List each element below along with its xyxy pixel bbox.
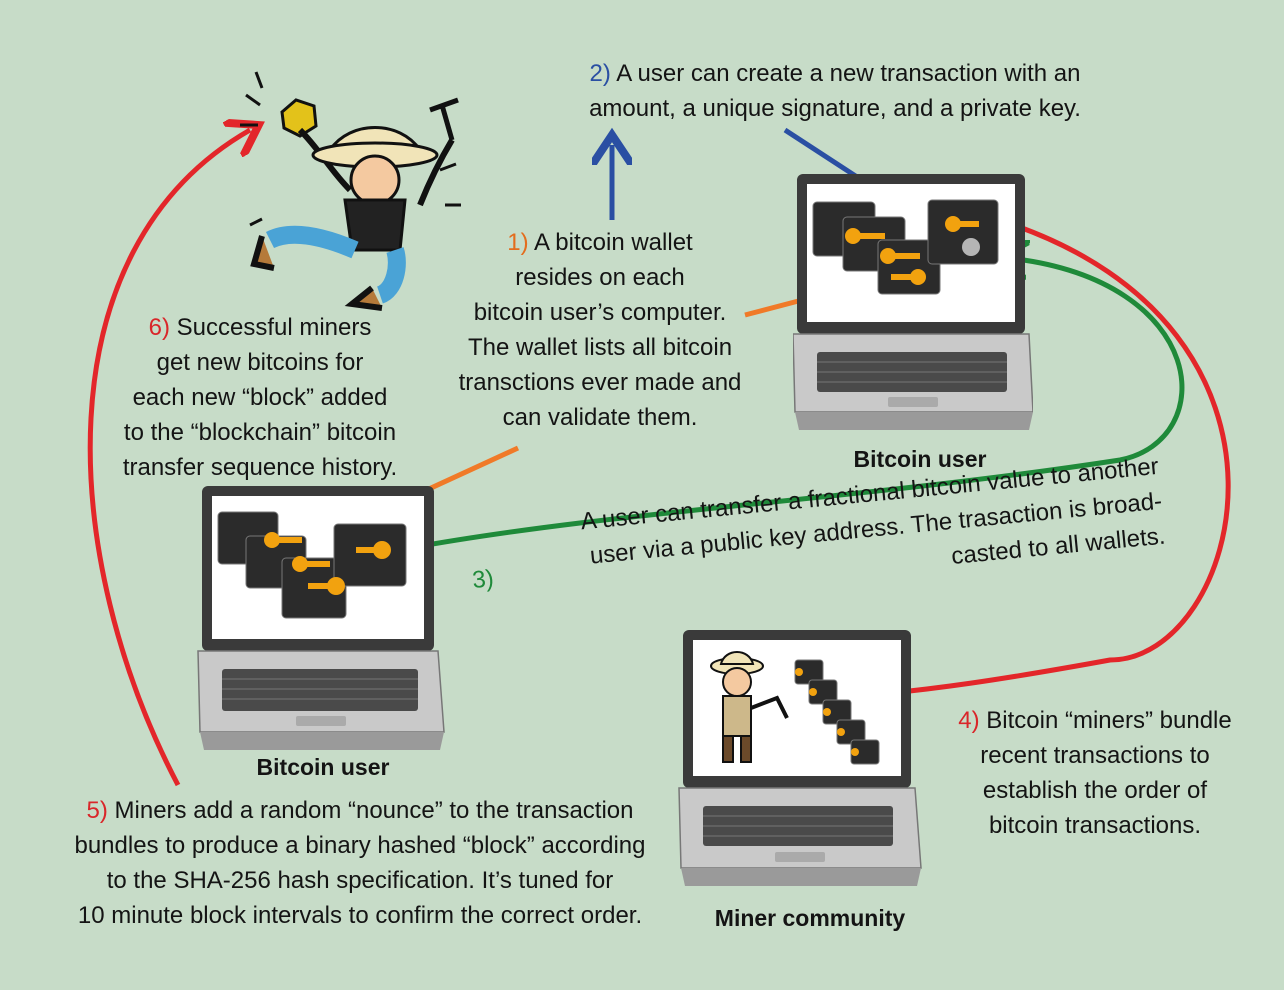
- step-1-line: A bitcoin wallet: [533, 229, 693, 256]
- wallet-icon: [217, 511, 407, 619]
- laptop-icon-miners: [678, 630, 922, 886]
- step-6-line: transfer sequence history.: [122, 454, 398, 481]
- step-1-line: The wallet lists all bitcoin: [467, 334, 733, 361]
- step-1-number: 1): [507, 229, 529, 256]
- step-6-line: each new “block” added: [132, 384, 388, 411]
- step-3-number: 3): [471, 565, 495, 594]
- step-4-text: 4) Bitcoin “miners” bundle recent transa…: [925, 703, 1265, 843]
- label-miner-community: Miner community: [714, 905, 906, 931]
- laptop-icon-top: [793, 174, 1033, 430]
- step-4-line: recent transactions to: [980, 742, 1210, 769]
- step-1-line: transctions ever made and: [458, 369, 742, 396]
- step-6-line: get new bitcoins for: [156, 349, 364, 376]
- label-bitcoin-user-left: Bitcoin user: [256, 754, 390, 780]
- key-icon: [795, 668, 859, 756]
- laptop-icon-left: [197, 486, 445, 750]
- key-icon: [845, 216, 980, 285]
- step-5-line: Miners add a random “nounce” to the tran…: [114, 797, 634, 824]
- step-4-line: Bitcoin “miners” bundle: [986, 707, 1232, 734]
- step-4-number: 4): [958, 707, 980, 734]
- step-4-line: bitcoin transactions.: [988, 812, 1202, 839]
- step-2-text: 2) A user can create a new transaction w…: [540, 56, 1130, 126]
- label-bitcoin-user-top: Bitcoin user: [853, 446, 987, 472]
- arrow-red-to-miners: [868, 219, 1231, 695]
- step-5-line: bundles to produce a binary hashed “bloc…: [74, 832, 646, 859]
- key-icon: [264, 532, 391, 595]
- arrow-green-transfer: [409, 258, 1185, 551]
- step-1-line: resides on each: [515, 264, 685, 291]
- arrow-red-reward: [87, 130, 250, 787]
- step-6-line: to the “blockchain” bitcoin: [123, 419, 397, 446]
- step-3-number-wrap: 3): [466, 561, 499, 599]
- step-2-line: amount, a unique signature, and a privat…: [589, 95, 1081, 122]
- step-6-number: 6): [148, 314, 170, 341]
- step-5-line: 10 minute block intervals to confirm the…: [77, 902, 643, 929]
- step-1-text: 1) A bitcoin wallet resides on each bitc…: [440, 225, 760, 435]
- step-1-line: bitcoin user’s computer.: [473, 299, 727, 326]
- step-2-number: 2): [589, 60, 611, 87]
- step-6-text: 6) Successful miners get new bitcoins fo…: [95, 310, 425, 485]
- step-4-line: establish the order of: [982, 777, 1208, 804]
- step-1-line: can validate them.: [502, 404, 698, 431]
- miner-icon: [710, 651, 789, 763]
- step-5-number: 5): [86, 797, 108, 824]
- step-5-line: to the SHA-256 hash specification. It’s …: [106, 867, 614, 894]
- step-5-text: 5) Miners add a random “nounce” to the t…: [40, 793, 680, 933]
- step-2-line: A user can create a new transaction with…: [616, 60, 1081, 87]
- step-6-line: Successful miners: [176, 314, 372, 341]
